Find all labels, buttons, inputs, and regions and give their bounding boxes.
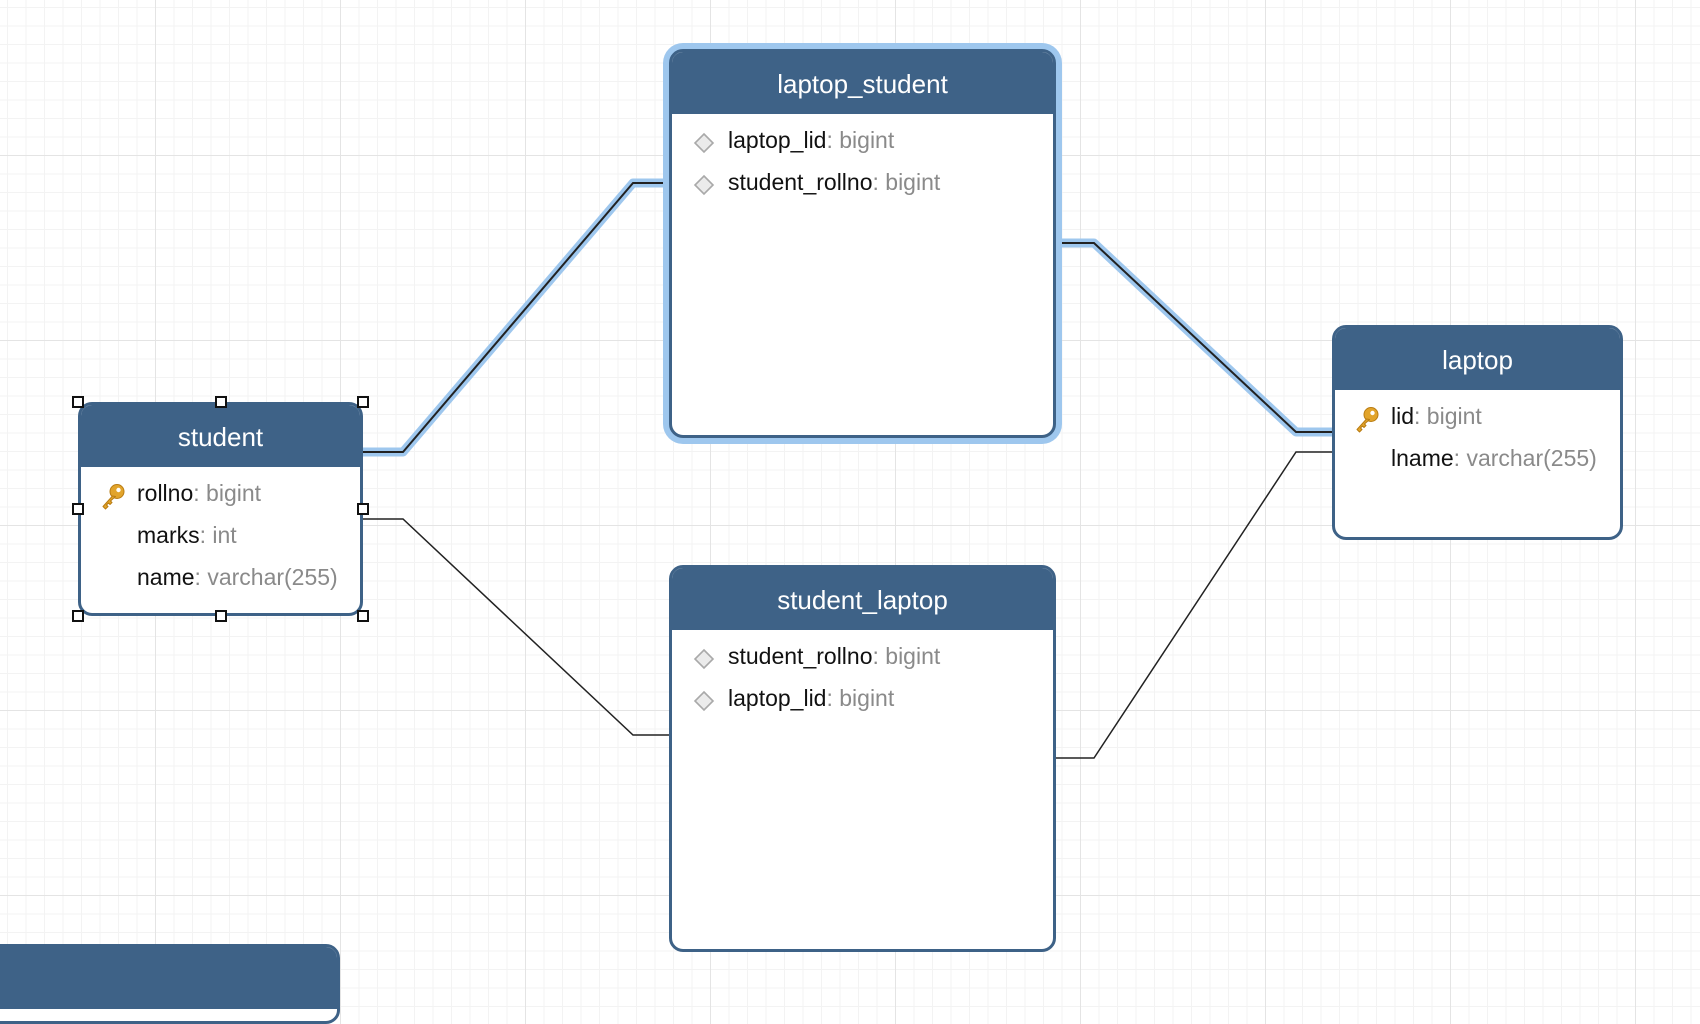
- diamond-icon: [690, 644, 718, 672]
- column-name: student_rollno: [728, 169, 873, 195]
- column-separator: :: [826, 127, 840, 153]
- relation-line: [363, 182, 669, 453]
- column-name: student_rollno: [728, 643, 873, 669]
- column-text: name: varchar(255): [137, 556, 338, 598]
- column-type: varchar(255): [207, 564, 338, 590]
- table-title[interactable]: student: [81, 405, 360, 467]
- column-text: lid: bigint: [1391, 395, 1482, 437]
- resize-handle-se[interactable]: [357, 610, 369, 622]
- relation-student-to-student_laptop[interactable]: [363, 518, 669, 736]
- diamond-icon: [690, 128, 718, 156]
- column-type: bigint: [206, 480, 262, 506]
- relation-student-to-laptop_student[interactable]: [363, 178, 669, 457]
- column-row[interactable]: laptop_lid: bigint: [672, 119, 1053, 161]
- resize-handle-n[interactable]: [214, 396, 227, 408]
- column-text: student_rollno: bigint: [728, 161, 940, 203]
- resize-handle-nw[interactable]: [72, 396, 84, 408]
- key-icon: [99, 481, 127, 510]
- column-row[interactable]: student_rollno: bigint: [672, 161, 1053, 203]
- column-type: bigint: [885, 643, 941, 669]
- relation-laptop_student-to-laptop[interactable]: [1056, 238, 1332, 437]
- column-name: name: [137, 564, 195, 590]
- column-name: rollno: [137, 480, 194, 506]
- table-title[interactable]: [0, 947, 337, 1009]
- column-separator: :: [199, 522, 213, 548]
- diamond-icon: [690, 170, 718, 198]
- relation-highlight: [363, 178, 669, 457]
- resize-handle-s[interactable]: [214, 610, 227, 622]
- relation-line: [1056, 451, 1332, 759]
- column-separator: :: [193, 480, 207, 506]
- relation-line: [363, 518, 669, 736]
- relations-layer: [363, 178, 1332, 759]
- table-title[interactable]: laptop: [1335, 328, 1620, 390]
- key-icon: [1353, 404, 1381, 433]
- column-name: lid: [1391, 403, 1415, 429]
- column-text: lname: varchar(255): [1391, 437, 1597, 479]
- resize-handle-ne[interactable]: [357, 396, 369, 408]
- column-type: int: [212, 522, 237, 548]
- relation-line: [1056, 242, 1332, 433]
- resize-handle-sw[interactable]: [72, 610, 84, 622]
- resize-handle-e[interactable]: [357, 503, 369, 515]
- column-row[interactable]: student_rollno: bigint: [672, 635, 1053, 677]
- table-title[interactable]: laptop_student: [672, 52, 1053, 114]
- column-type: bigint: [1426, 403, 1482, 429]
- column-text: student_rollno: bigint: [728, 635, 940, 677]
- column-type: bigint: [885, 169, 941, 195]
- column-separator: :: [872, 643, 886, 669]
- resize-handle-w[interactable]: [72, 503, 84, 515]
- column-text: laptop_lid: bigint: [728, 677, 894, 719]
- table-title[interactable]: student_laptop: [672, 568, 1053, 630]
- column-type: bigint: [839, 685, 895, 711]
- column-name: laptop_lid: [728, 685, 827, 711]
- column-row[interactable]: marks: int: [81, 514, 360, 556]
- column-separator: :: [1414, 403, 1427, 429]
- column-name: laptop_lid: [728, 127, 827, 153]
- column-separator: :: [1453, 445, 1467, 471]
- table-partial[interactable]: [0, 944, 340, 1024]
- column-type: varchar(255): [1466, 445, 1597, 471]
- column-separator: :: [826, 685, 840, 711]
- relation-student_laptop-to-laptop[interactable]: [1056, 451, 1332, 759]
- column-separator: :: [194, 564, 208, 590]
- column-text: marks: int: [137, 514, 237, 556]
- column-row[interactable]: laptop_lid: bigint: [672, 677, 1053, 719]
- column-row[interactable]: name: varchar(255): [81, 556, 360, 598]
- column-separator: :: [872, 169, 886, 195]
- column-text: laptop_lid: bigint: [728, 119, 894, 161]
- column-name: lname: [1391, 445, 1454, 471]
- column-row[interactable]: lid: bigint: [1335, 395, 1620, 437]
- column-text: rollno: bigint: [137, 472, 261, 514]
- column-row[interactable]: lname: varchar(255): [1335, 437, 1620, 479]
- column-name: marks: [137, 522, 200, 548]
- diamond-icon: [690, 686, 718, 714]
- column-type: bigint: [839, 127, 895, 153]
- column-row[interactable]: rollno: bigint: [81, 472, 360, 514]
